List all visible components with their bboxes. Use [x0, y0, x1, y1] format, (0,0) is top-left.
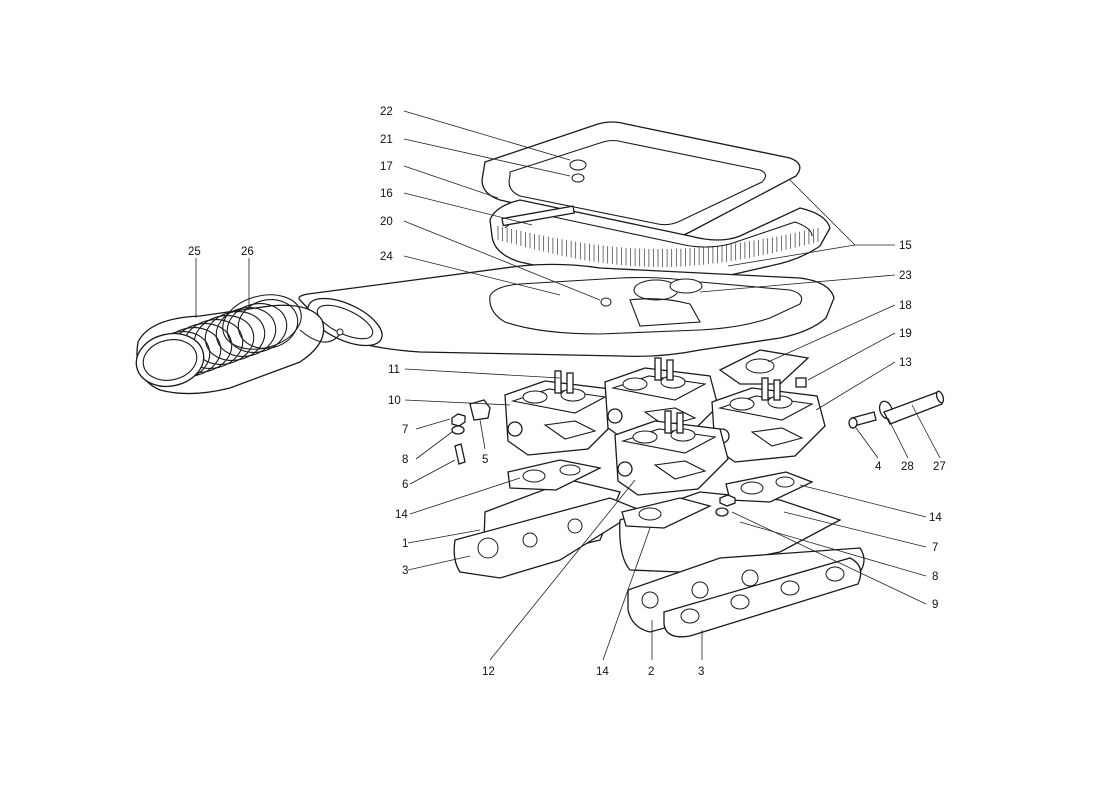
callout-3-bottom: 3 [698, 666, 704, 678]
leader-lines [195, 110, 941, 661]
callout-14-right: 14 [929, 512, 942, 524]
callout-21: 21 [380, 134, 393, 146]
callout-17: 17 [380, 161, 393, 173]
studs-and-nuts-right [715, 494, 736, 517]
carburettor [614, 410, 729, 496]
callout-labels: 22 21 17 16 20 24 25 26 15 23 18 19 13 1… [188, 106, 946, 678]
callout-7-right: 7 [932, 542, 938, 554]
callout-10: 10 [388, 395, 401, 407]
bellows-ring [237, 299, 299, 349]
top-gasket [718, 349, 810, 385]
nut-7 [451, 413, 466, 427]
callout-24: 24 [380, 251, 393, 263]
callout-20: 20 [380, 216, 393, 228]
intake-manifold-left [453, 479, 642, 579]
callout-15: 15 [899, 240, 912, 252]
callout-26: 26 [241, 246, 254, 258]
callout-18: 18 [899, 300, 912, 312]
callout-4: 4 [875, 461, 882, 473]
callout-12: 12 [482, 666, 495, 678]
callout-16: 16 [380, 188, 393, 200]
callout-11: 11 [388, 364, 400, 376]
callout-22: 22 [380, 106, 393, 118]
washer-8 [451, 425, 465, 435]
stud-6 [454, 443, 466, 465]
filter-pleats [497, 226, 819, 267]
hose-27 [883, 390, 945, 425]
callout-1: 1 [402, 538, 408, 550]
carburettor [504, 370, 619, 456]
callout-25: 25 [188, 246, 201, 258]
callout-3-left: 3 [402, 565, 408, 577]
callout-8-right: 8 [932, 571, 938, 583]
carburettor-bank [504, 357, 826, 496]
callout-23: 23 [899, 270, 912, 282]
callout-28: 28 [901, 461, 914, 473]
callout-2: 2 [648, 666, 654, 678]
callout-6: 6 [402, 479, 408, 491]
carburettor [604, 357, 719, 443]
bracket-5 [469, 399, 491, 421]
callout-5: 5 [482, 454, 488, 466]
callout-27: 27 [933, 461, 946, 473]
intake-bellows-hose [135, 294, 344, 395]
callout-14-left: 14 [395, 509, 408, 521]
callout-8-left: 8 [402, 454, 408, 466]
bolt-4 [848, 411, 877, 429]
callout-9: 9 [932, 599, 938, 611]
carburettor [711, 377, 826, 463]
stud-nut-19 [795, 377, 807, 388]
carb-base-gaskets [507, 459, 814, 529]
air-box-housing [298, 263, 835, 358]
callout-14-bottom: 14 [596, 666, 609, 678]
manifold-gasket-lower [663, 557, 862, 638]
callout-7-left: 7 [402, 424, 408, 436]
callout-13: 13 [899, 357, 912, 369]
callout-19: 19 [899, 328, 912, 340]
